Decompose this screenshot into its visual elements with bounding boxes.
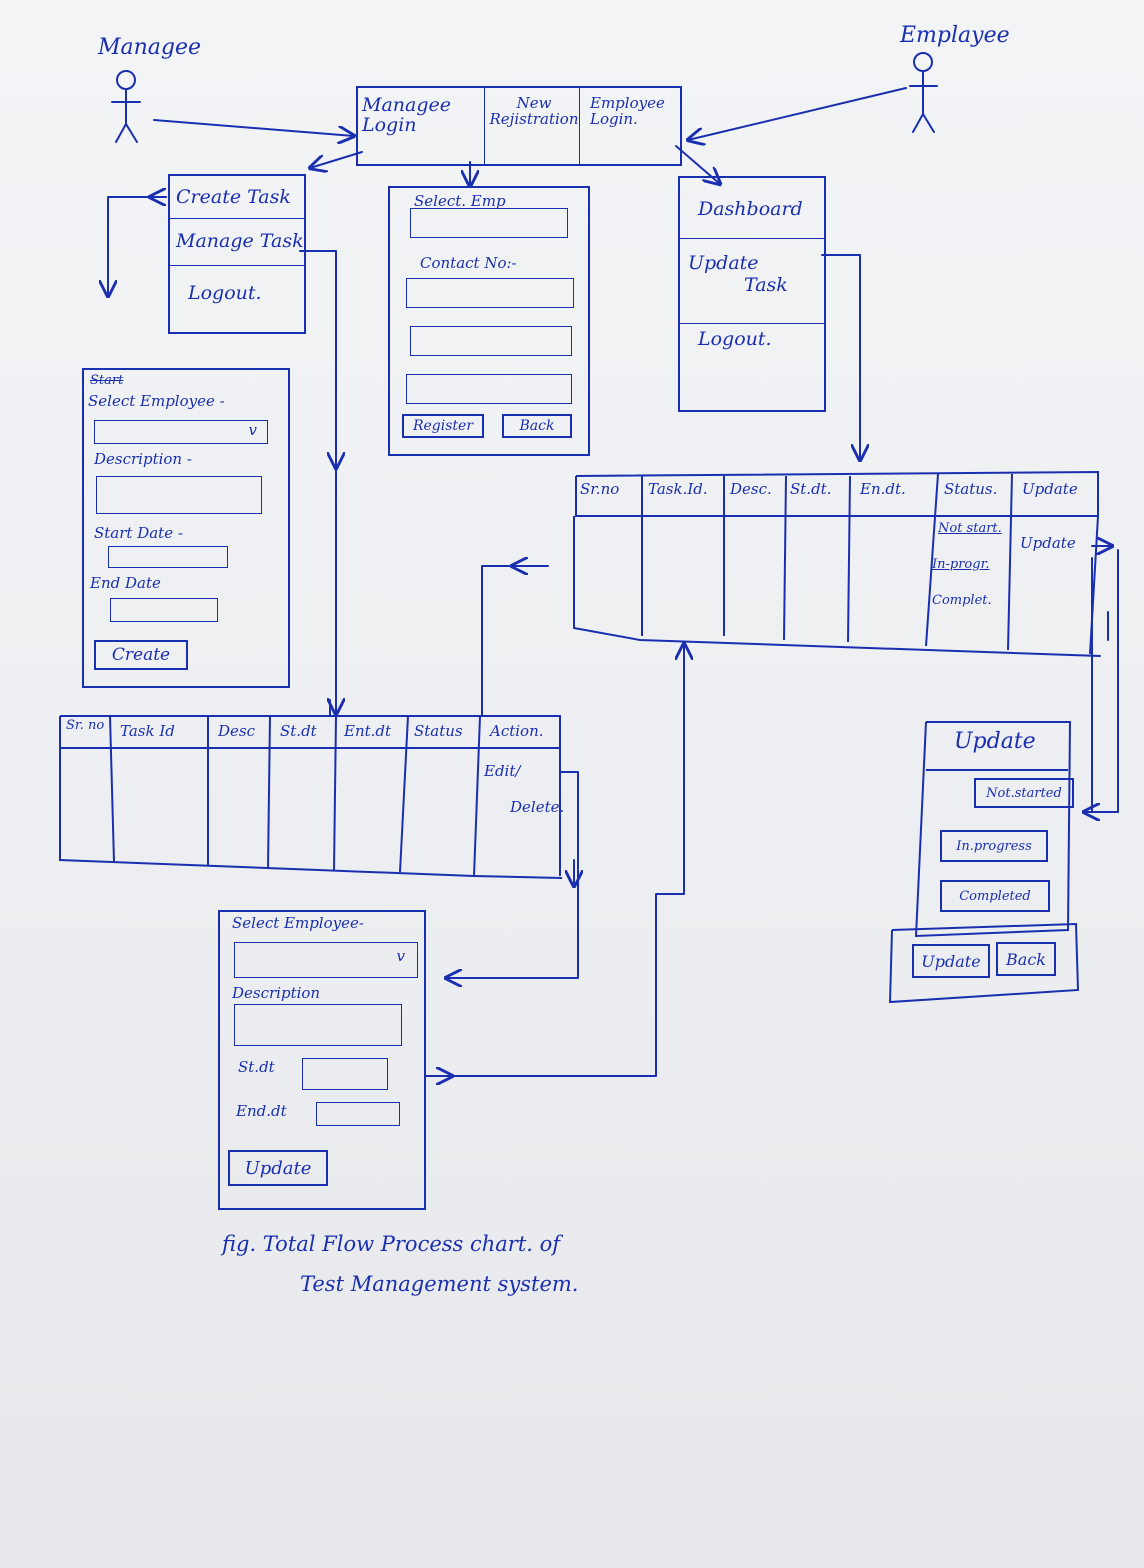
mgr-table-header-taskid: Task Id bbox=[120, 722, 175, 740]
edit-task-form bbox=[218, 910, 426, 1210]
delete-action-link[interactable]: Delete. bbox=[510, 798, 565, 816]
edit-start-date-label: St.dt bbox=[238, 1058, 275, 1076]
edit-update-button[interactable]: Update bbox=[228, 1150, 328, 1186]
edit-select-employee-dropdown[interactable]: v bbox=[234, 942, 418, 978]
edit-description-field[interactable] bbox=[234, 1004, 402, 1046]
registration-field-3[interactable] bbox=[410, 326, 572, 356]
employee-menu-dividers bbox=[678, 238, 826, 324]
emp-table-header-status: Status. bbox=[944, 480, 998, 498]
status-option-complete[interactable]: Complet. bbox=[932, 593, 992, 608]
register-button[interactable]: Register bbox=[402, 414, 484, 438]
end-date-field[interactable] bbox=[110, 598, 218, 622]
select-emp-label: Select. Emp bbox=[414, 192, 506, 210]
create-task-form bbox=[82, 368, 290, 688]
employee-actor-label: Emplayee bbox=[900, 23, 1010, 48]
description-label: Description - bbox=[94, 450, 192, 468]
dashboard-menu-item[interactable]: Dashboard bbox=[698, 198, 803, 220]
emp-table-header-srno: Sr.no bbox=[580, 480, 620, 498]
select-employee-label: Select Employee - bbox=[88, 392, 225, 410]
update-task-menu-item-line1[interactable]: Update bbox=[688, 252, 759, 274]
description-field[interactable] bbox=[96, 476, 262, 514]
select-employee-dropdown[interactable]: v bbox=[94, 420, 268, 444]
mgr-table-header-status: Status bbox=[414, 722, 463, 740]
status-update-button[interactable]: Update bbox=[912, 944, 990, 978]
employee-logout-menu-item[interactable]: Logout. bbox=[698, 328, 772, 350]
completed-option[interactable]: Completed bbox=[940, 880, 1050, 912]
manager-actor-label: Managee bbox=[98, 35, 202, 60]
mgr-table-header-action: Action. bbox=[490, 722, 544, 740]
status-option-in-progress[interactable]: In-progr. bbox=[932, 557, 990, 572]
edit-end-date-field[interactable] bbox=[316, 1102, 400, 1126]
start-date-field[interactable] bbox=[108, 546, 228, 568]
select-emp-field[interactable] bbox=[410, 208, 568, 238]
registration-field-4[interactable] bbox=[406, 374, 572, 404]
emp-table-header-desc: Desc. bbox=[730, 480, 772, 498]
mgr-table-header-stdt: St.dt bbox=[280, 722, 317, 740]
caption-line-1: fig. Total Flow Process chart. of bbox=[222, 1232, 561, 1256]
employee-login-button[interactable]: Employee Login. bbox=[590, 94, 665, 128]
manager-login-button[interactable]: Managee Login bbox=[362, 94, 451, 136]
create-task-menu-item[interactable]: Create Task bbox=[176, 186, 291, 208]
status-back-button[interactable]: Back bbox=[996, 942, 1056, 976]
manage-task-menu-item[interactable]: Manage Task bbox=[176, 230, 304, 252]
login-panel-dividers bbox=[484, 86, 580, 166]
edit-select-employee-label: Select Employee- bbox=[232, 914, 364, 932]
emp-table-header-update: Update bbox=[1022, 480, 1078, 498]
manager-menu-dividers bbox=[168, 218, 306, 266]
update-link[interactable]: Update bbox=[1020, 534, 1076, 552]
login-panel bbox=[356, 86, 682, 166]
chevron-down-icon: v bbox=[396, 947, 405, 965]
edit-action-link[interactable]: Edit/ bbox=[484, 762, 521, 780]
new-registration-button[interactable]: New Rejistration bbox=[489, 94, 579, 128]
registration-form bbox=[388, 186, 590, 456]
mgr-table-header-entdt: Ent.dt bbox=[344, 722, 392, 740]
mgr-table-header-srno: Sr. no bbox=[66, 718, 105, 733]
edit-description-label: Description bbox=[232, 984, 321, 1002]
emp-table-header-taskid: Task.Id. bbox=[648, 480, 708, 498]
create-button[interactable]: Create bbox=[94, 640, 188, 670]
employee-menu bbox=[678, 176, 826, 412]
contact-no-label: Contact No:- bbox=[420, 254, 517, 272]
emp-table-header-endt: En.dt. bbox=[860, 480, 906, 498]
chevron-down-icon: v bbox=[248, 421, 257, 439]
scratched-text: Start bbox=[90, 373, 124, 388]
edit-start-date-field[interactable] bbox=[302, 1058, 388, 1090]
emp-table-header-stdt: St.dt. bbox=[790, 480, 832, 498]
mgr-table-header-desc: Desc bbox=[218, 722, 256, 740]
not-started-option[interactable]: Not.started bbox=[974, 778, 1074, 808]
start-date-label: Start Date - bbox=[94, 524, 183, 542]
end-date-label: End Date bbox=[90, 574, 161, 592]
manager-menu bbox=[168, 174, 306, 334]
update-task-menu-item-line2[interactable]: Task bbox=[744, 274, 788, 296]
in-progress-option[interactable]: In.progress bbox=[940, 830, 1048, 862]
manager-logout-menu-item[interactable]: Logout. bbox=[188, 282, 262, 304]
contact-no-field[interactable] bbox=[406, 278, 574, 308]
caption-line-2: Test Management system. bbox=[300, 1272, 579, 1296]
status-option-not-start[interactable]: Not start. bbox=[938, 521, 1002, 536]
update-panel-title: Update bbox=[954, 729, 1036, 754]
edit-end-date-label: End.dt bbox=[236, 1102, 287, 1120]
registration-back-button[interactable]: Back bbox=[502, 414, 572, 438]
